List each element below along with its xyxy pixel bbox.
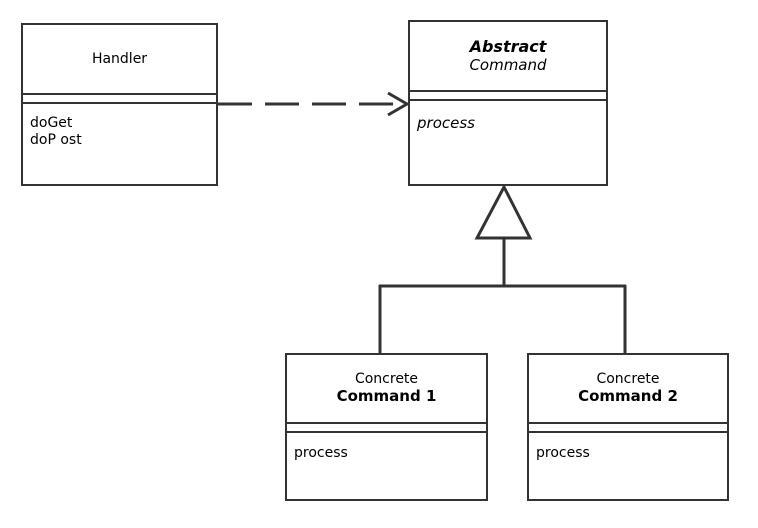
operation-item: doP ost [30,131,82,148]
class-attributes-compartment [529,422,727,431]
class-attributes-compartment [287,422,486,431]
uml-class-concrete-command-1[interactable]: Concrete Command 1 process [285,353,488,501]
dependency-open-arrowhead-icon [387,91,410,117]
operation-item: doGet [30,115,73,131]
class-name-compartment: Abstract Command [410,22,606,90]
class-operations-compartment: process [410,99,606,184]
class-name: Handler [91,50,148,67]
class-name-compartment: Handler [23,25,216,93]
class-operations-compartment: process [287,431,486,497]
class-operations-compartment: process [529,431,727,497]
class-name-compartment: Concrete Command 2 [529,355,727,422]
class-name: Command 2 [578,386,678,405]
generalization-tree [378,183,627,354]
uml-class-handler[interactable]: Handler doGet doP ost [21,23,218,186]
operation-item: process [417,114,475,132]
class-name-stereotype: Concrete [354,371,419,388]
operation-item: process [536,445,590,461]
class-name-stereotype: Concrete [596,371,660,388]
uml-class-abstract-command[interactable]: Abstract Command process [408,20,608,186]
class-name: Command 1 [336,386,437,405]
class-operations-compartment: doGet doP ost [23,102,216,184]
class-name-compartment: Concrete Command 1 [287,355,486,422]
uml-class-concrete-command-2[interactable]: Concrete Command 2 process [527,353,729,501]
class-attributes-compartment [23,93,216,102]
dependency-handler-to-abstract-command [218,91,410,117]
class-name-stereotype: Abstract [469,36,547,56]
operation-item: process [294,445,348,461]
hollow-triangle-arrowhead-icon [474,183,533,240]
class-name: Command [469,55,547,74]
class-attributes-compartment [410,90,606,99]
